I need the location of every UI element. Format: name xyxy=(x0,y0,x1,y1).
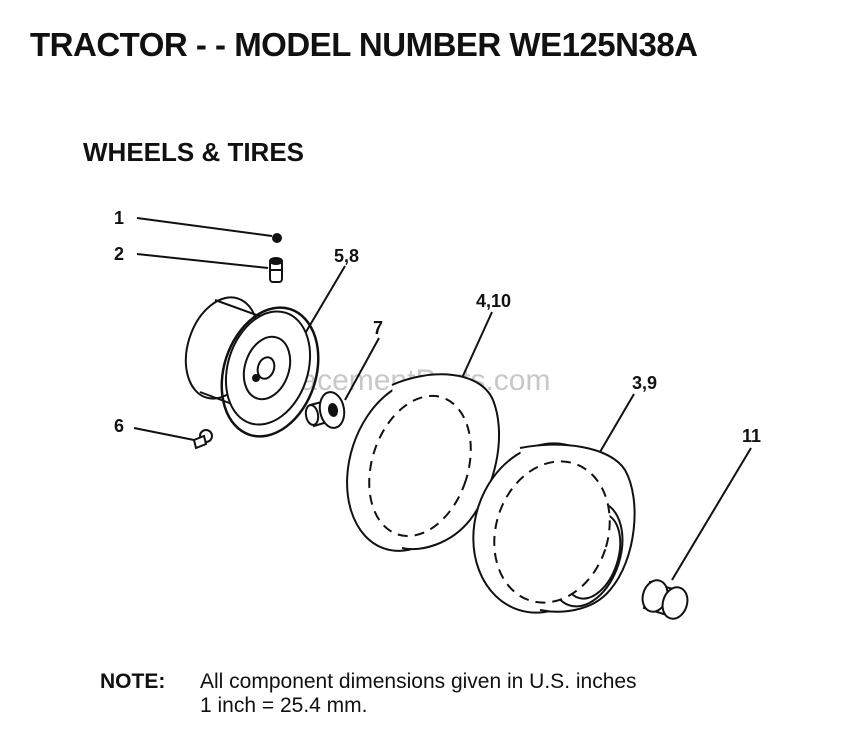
leader-line-11 xyxy=(671,447,752,581)
note-line-2: 1 inch = 25.4 mm. xyxy=(200,694,368,717)
nut-part xyxy=(272,233,282,243)
callout-1: 1 xyxy=(114,208,124,228)
callout-6: 6 xyxy=(114,416,124,436)
tire-3-9 xyxy=(472,442,636,614)
leader-line-6 xyxy=(133,427,195,441)
leader-line-2 xyxy=(136,253,269,269)
leader-line-1 xyxy=(136,217,273,237)
note-label: NOTE: xyxy=(100,670,166,693)
callout-4-10: 4,10 xyxy=(476,291,511,311)
note-block: NOTE: All component dimensions given in U… xyxy=(100,670,637,718)
spacer-part xyxy=(304,391,346,429)
callout-11: 11 xyxy=(742,426,761,446)
leader-line-7 xyxy=(344,337,380,401)
callout-7: 7 xyxy=(373,318,383,338)
callout-3-9: 3,9 xyxy=(632,373,657,393)
note-line-1: All component dimensions given in U.S. i… xyxy=(200,670,637,693)
bearing-part xyxy=(641,579,689,620)
leader-line-5-8 xyxy=(299,265,346,343)
leader-line-3-9 xyxy=(599,393,635,453)
rim-part xyxy=(184,296,320,438)
leader-line-4-10 xyxy=(461,311,493,379)
section-title: WHEELS & TIRES xyxy=(83,137,305,167)
page-title: TRACTOR - - MODEL NUMBER WE125N38A xyxy=(30,26,698,63)
valve-stem-part xyxy=(269,257,283,283)
tire-4-10 xyxy=(346,373,501,552)
callout-5-8: 5,8 xyxy=(334,246,359,266)
callout-2: 2 xyxy=(114,244,124,264)
screw-part xyxy=(192,429,213,450)
